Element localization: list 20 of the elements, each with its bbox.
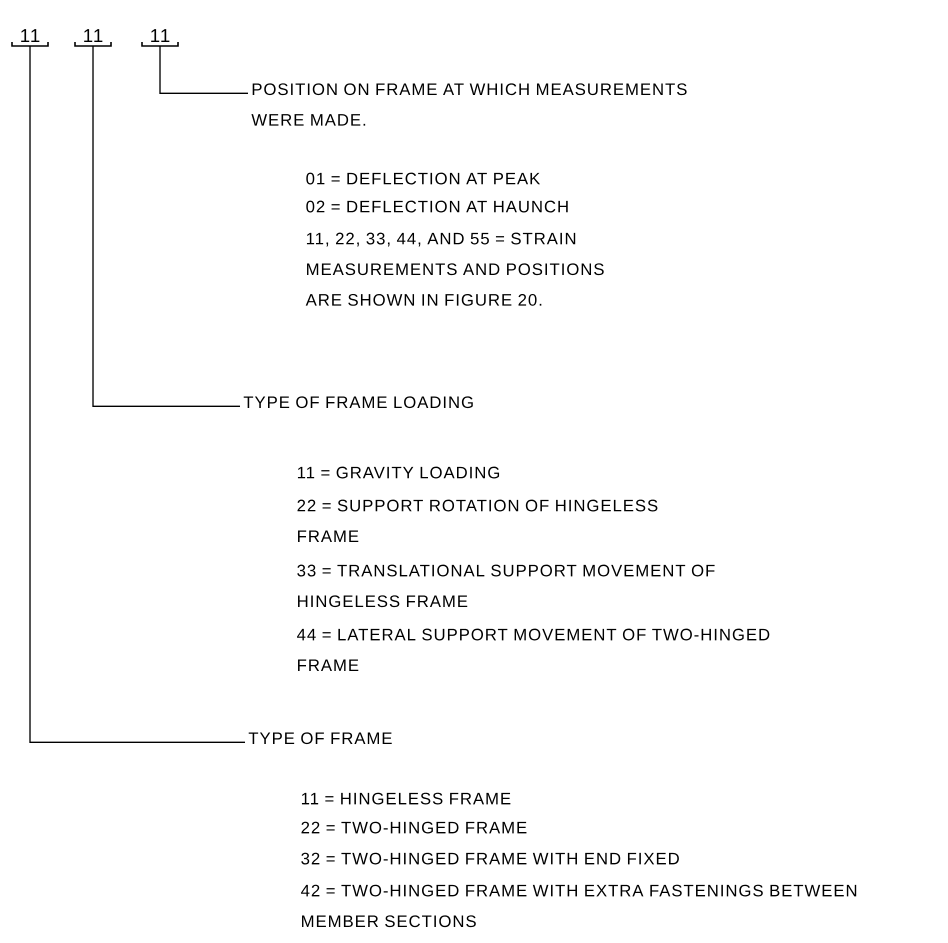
code-definition: 22 = TWO-HINGED FRAME <box>302 822 526 834</box>
heading-text: TYPE OF FRAME LOADING <box>244 396 473 408</box>
code-digits: 11 <box>151 29 170 42</box>
code-definition: 01 = DEFLECTION AT PEAK <box>306 172 540 184</box>
leader-line <box>29 46 245 744</box>
code-definition: 32 = TWO-HINGED FRAME WITH END FIXED <box>301 852 679 864</box>
code-definition: 42 = TWO-HINGED FRAME WITH EXTRA FASTENINGS BETWEEN MEMBER SECTIONS <box>301 884 856 928</box>
leader-line <box>92 46 240 407</box>
code-definition: 02 = DEFLECTION AT HAUNCH <box>306 200 568 212</box>
code-digits: 11 <box>84 29 102 42</box>
code-definition: 11 = HINGELESS FRAME <box>302 792 510 804</box>
code-digits: 11 <box>21 29 40 42</box>
heading-text: POSITION ON FRAME AT WHICH MEASUREMENTS WERE MADE. <box>251 83 687 126</box>
code-definition: 22 = SUPPORT ROTATION OF HINGELESS FRAME <box>298 500 658 542</box>
code-definition: 33 = TRANSLATIONAL SUPPORT MOVEMENT OF HINGELESS FRAME <box>297 564 715 608</box>
heading-text: TYPE OF FRAME <box>248 732 392 744</box>
code-definition: 44 = LATERAL SUPPORT MOVEMENT OF TWO-HINGED FRAME <box>297 628 770 671</box>
code-definition: 11, 22, 33, 44, AND 55 = STRAIN MEASUREMENTS AND POSITIONS ARE SHOWN IN FIGURE 20. <box>306 232 604 306</box>
code-definition: 11 = GRAVITY LOADING <box>298 466 500 478</box>
leader-line <box>159 46 248 94</box>
